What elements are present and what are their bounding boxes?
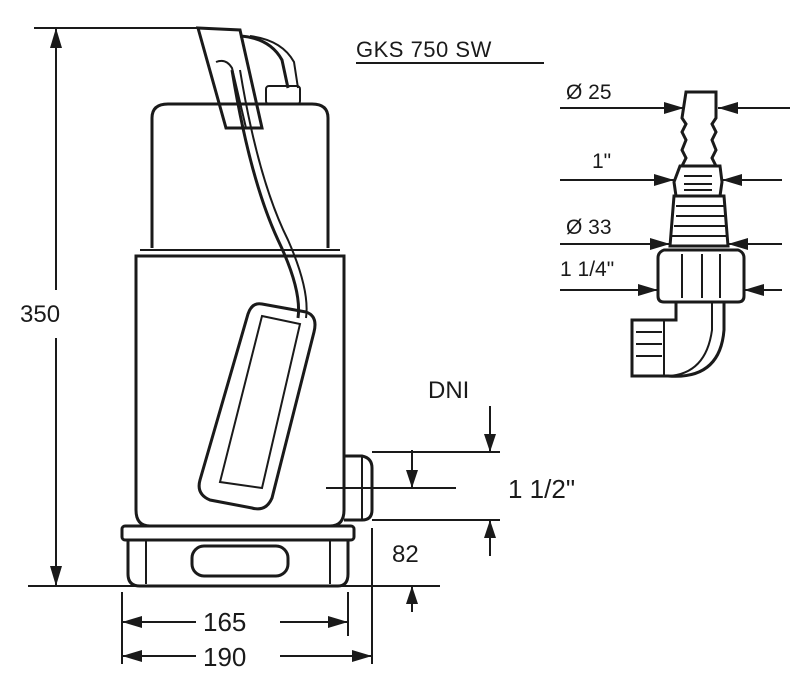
power-cable-edge — [249, 35, 299, 89]
float-switch-inner — [218, 314, 302, 490]
outlet-height-label: 82 — [392, 541, 419, 568]
handle-slot — [215, 59, 247, 129]
hose-fitting — [630, 90, 746, 378]
outlet-height-arrow-bottom — [406, 586, 418, 604]
elbow-connector — [630, 302, 726, 378]
dni-arrow-top — [484, 434, 496, 452]
width-165-arrow-right — [328, 616, 348, 628]
height-arrow-top — [50, 28, 62, 48]
width-190-label: 190 — [203, 642, 246, 672]
dni-arrow-bottom — [484, 520, 496, 538]
width-dimensions: 165 190 — [121, 528, 373, 672]
thread-bottom-label: 1 1/4" — [560, 258, 614, 281]
inlet-opening — [190, 544, 290, 578]
thread1-arrow-left — [654, 174, 674, 186]
outlet-dni-label: DNI — [428, 377, 469, 404]
cable-gland — [265, 85, 301, 105]
width-190-arrow-right — [352, 650, 372, 662]
width-165-arrow-left — [122, 616, 142, 628]
hose-diameter-label: Ø 25 — [566, 81, 612, 104]
thread-hatching — [684, 175, 712, 191]
power-cable — [239, 34, 290, 89]
thread2-arrow-right — [744, 284, 764, 296]
outlet-height-arrow-top — [406, 470, 418, 488]
thread1-arrow-right — [722, 174, 742, 186]
d33-arrow-left — [650, 238, 670, 250]
hose-barb — [679, 90, 719, 168]
float-cable-edge — [239, 69, 308, 319]
thread-1inch — [672, 164, 724, 198]
float-cable — [230, 69, 301, 319]
outlet-dimension: DNI 1 1/2" 82 — [326, 377, 575, 612]
fitting-dimensions: Ø 25 1" Ø 33 1 1/4" — [560, 81, 790, 296]
d33-arrow-right — [728, 238, 748, 250]
float-switch — [197, 302, 317, 511]
fitting-body — [668, 194, 730, 248]
d25-arrow-left — [664, 102, 684, 114]
pump-body — [120, 26, 374, 588]
union-nut — [656, 248, 746, 304]
width-190-arrow-left — [122, 650, 142, 662]
carry-handle — [195, 26, 264, 130]
height-arrow-bottom — [50, 566, 62, 586]
elbow-inner-edge — [667, 302, 713, 377]
height-label: 350 — [20, 301, 60, 328]
motor-housing — [150, 102, 330, 248]
thread-top-label: 1" — [592, 150, 611, 173]
body-diameter-label: Ø 33 — [566, 216, 612, 239]
outlet-thread-label: 1 1/2" — [508, 474, 575, 504]
d25-arrow-right — [718, 102, 738, 114]
model-title: GKS 750 SW — [356, 37, 492, 62]
thread2-arrow-left — [638, 284, 658, 296]
base-ring — [120, 524, 356, 542]
width-165-label: 165 — [203, 607, 246, 637]
